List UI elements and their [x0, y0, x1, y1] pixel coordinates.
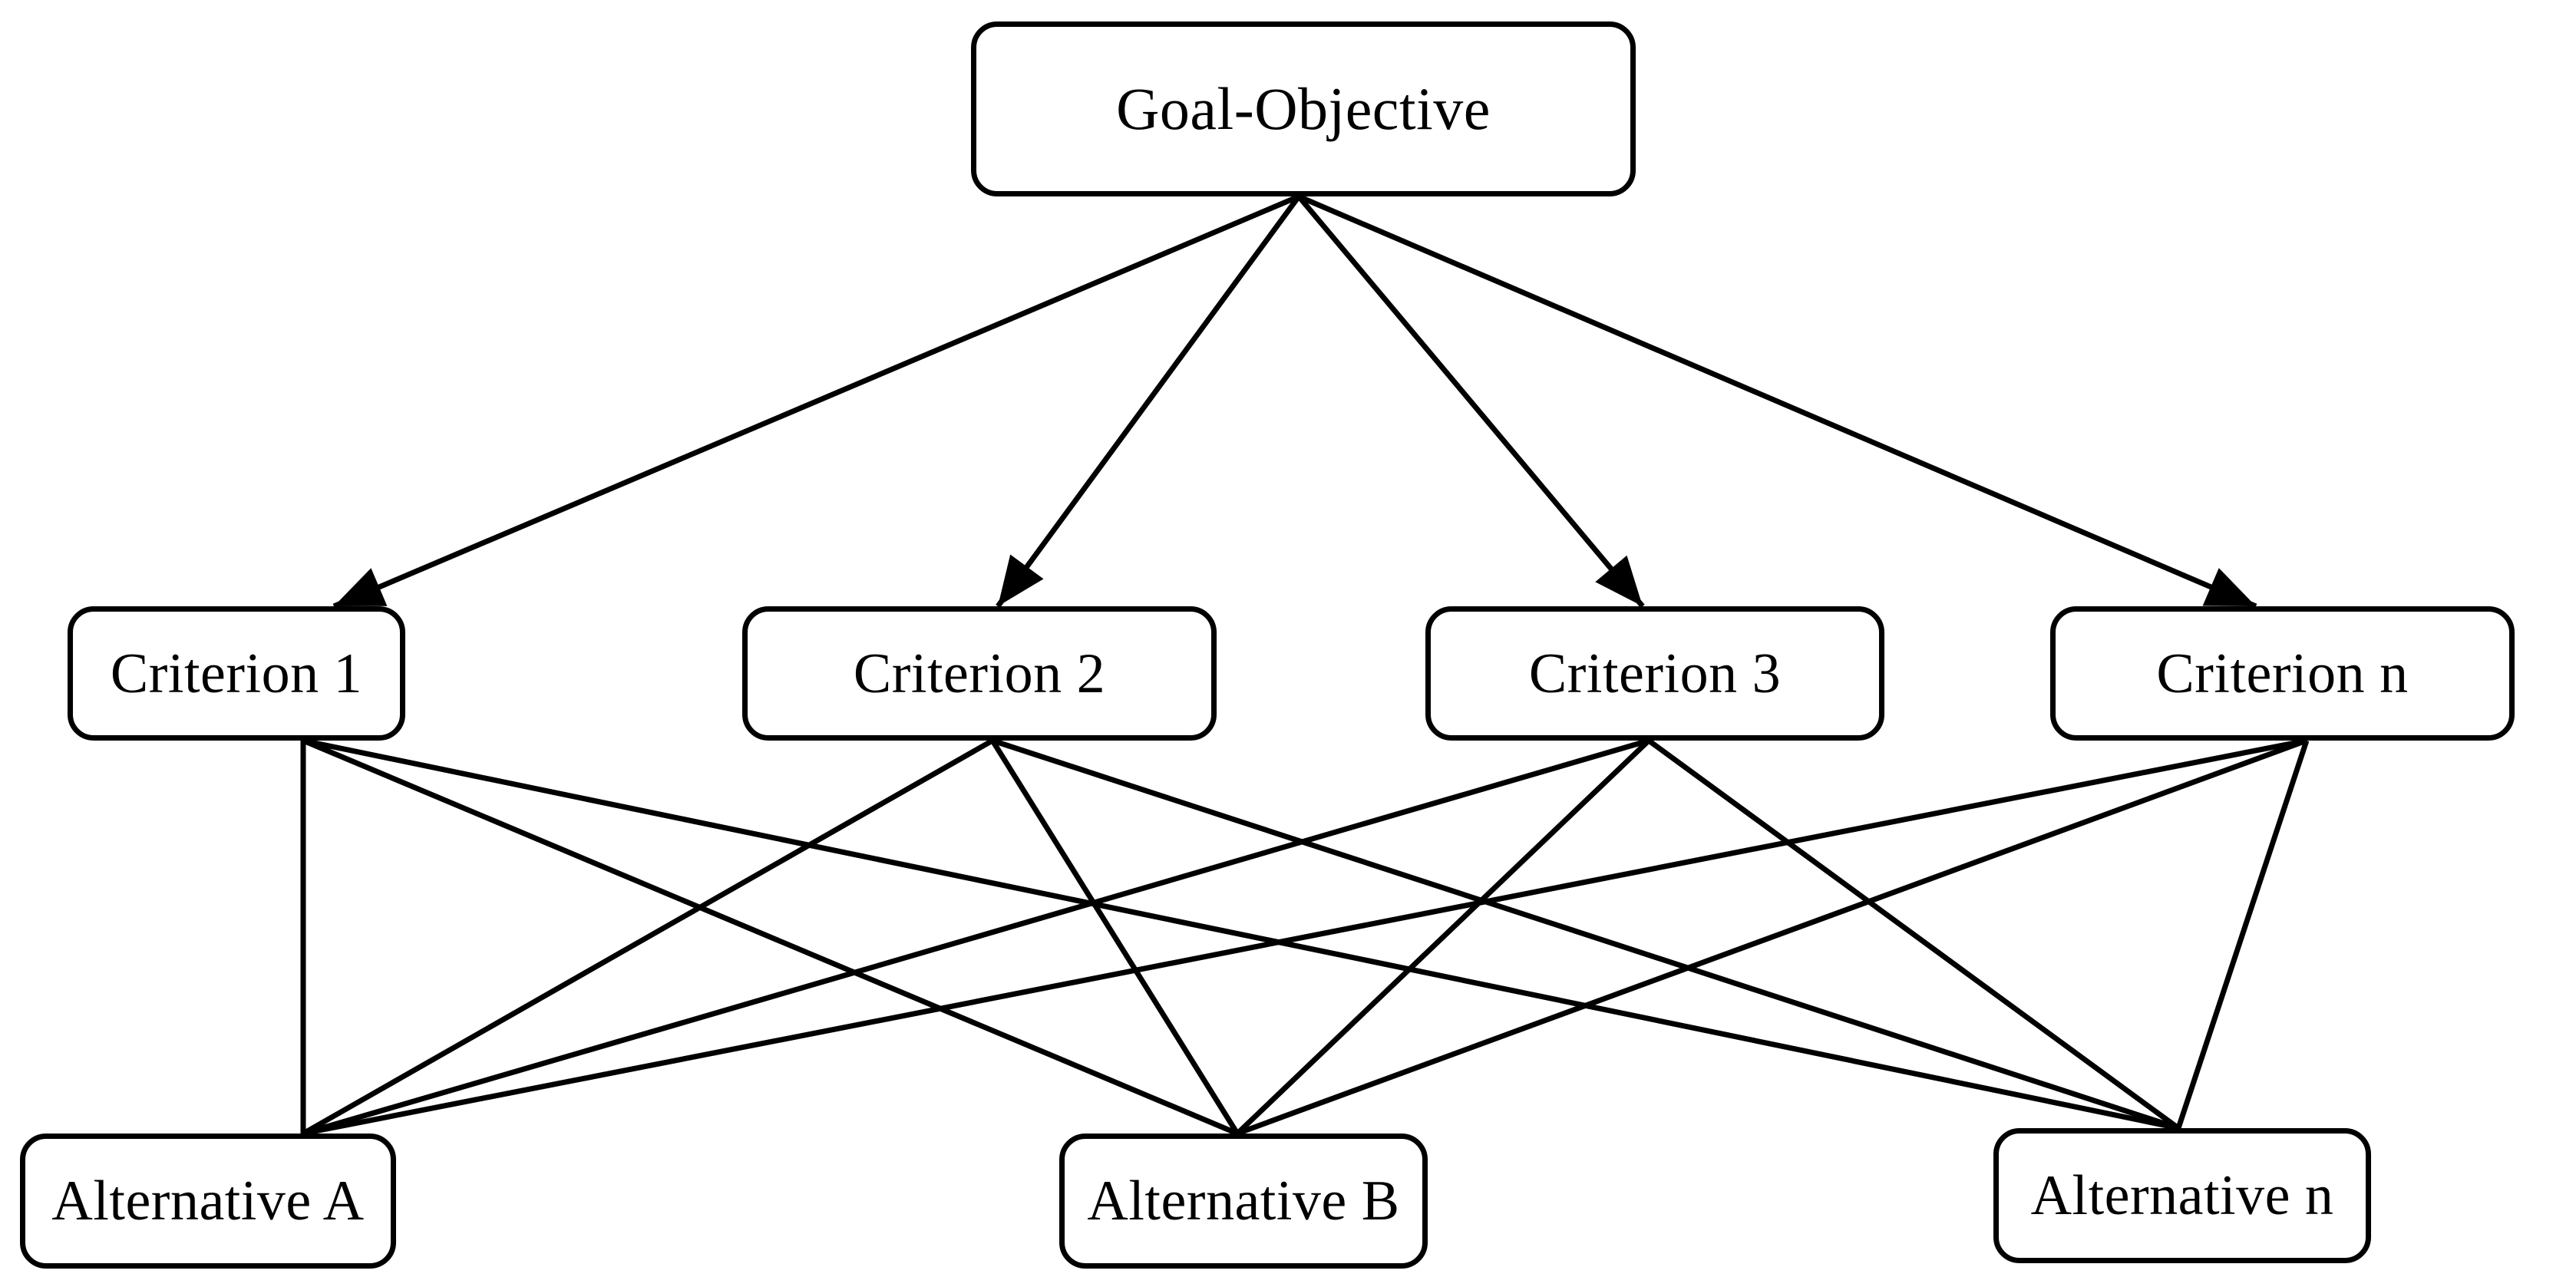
edge-criterion-3-to-alternative-n: [1646, 738, 2181, 1130]
arrowhead-goal-to-criterion-n: [2202, 568, 2256, 606]
criterion-node-n-label: Criterion n: [2156, 642, 2409, 705]
goal-node[interactable]: Goal-Objective: [971, 21, 1636, 196]
alternative-node-b[interactable]: Alternative B: [1059, 1134, 1428, 1269]
alternative-node-b-label: Alternative B: [1087, 1170, 1400, 1233]
goal-node-label: Goal-Objective: [1116, 75, 1491, 142]
edge-goal-to-criterion-3: [1296, 194, 1645, 609]
edge-criterion-2-to-alternative-b: [990, 739, 1240, 1135]
edge-criterion-3-to-alternative-b: [1235, 738, 1651, 1136]
criterion-node-1-label: Criterion 1: [110, 642, 363, 705]
edge-criterion-1-to-alternative-n: [302, 738, 2179, 1131]
criterion-node-3[interactable]: Criterion 3: [1425, 606, 1884, 741]
criterion-node-1[interactable]: Criterion 1: [68, 606, 405, 741]
criterion-node-2-label: Criterion 2: [853, 642, 1106, 705]
alternative-node-n[interactable]: Alternative n: [1993, 1128, 2371, 1263]
alternative-node-a-label: Alternative A: [51, 1170, 365, 1233]
edge-goal-to-criterion-n: [1297, 193, 2257, 609]
edge-criterion-n-to-alternative-a: [302, 738, 2307, 1137]
criterion-node-n[interactable]: Criterion n: [2050, 606, 2515, 741]
edge-criterion-3-to-alternative-a: [302, 738, 1650, 1137]
criterion-node-2[interactable]: Criterion 2: [742, 606, 1217, 741]
arrowhead-goal-to-criterion-3: [1595, 555, 1643, 606]
alternative-node-n-label: Alternative n: [2030, 1164, 2334, 1227]
arrowhead-goal-to-criterion-2: [998, 554, 1044, 606]
goal-to-criteria-edges: [332, 193, 2257, 609]
edge-criterion-2-to-alternative-a: [302, 738, 994, 1137]
arrowhead-goal-to-criterion-1: [334, 568, 388, 606]
criteria-to-alternatives-edges: [300, 738, 2310, 1137]
edge-criterion-n-to-alternative-b: [1236, 738, 2308, 1137]
edge-criterion-n-to-alternative-n: [2175, 739, 2310, 1130]
edge-criterion-1-to-alternative-b: [302, 738, 1239, 1137]
criterion-node-3-label: Criterion 3: [1528, 642, 1782, 705]
edge-criterion-2-to-alternative-n: [991, 738, 2180, 1131]
alternative-node-a[interactable]: Alternative A: [20, 1134, 396, 1269]
edge-goal-to-criterion-2: [996, 194, 1301, 609]
edge-goal-to-criterion-1: [332, 193, 1300, 609]
